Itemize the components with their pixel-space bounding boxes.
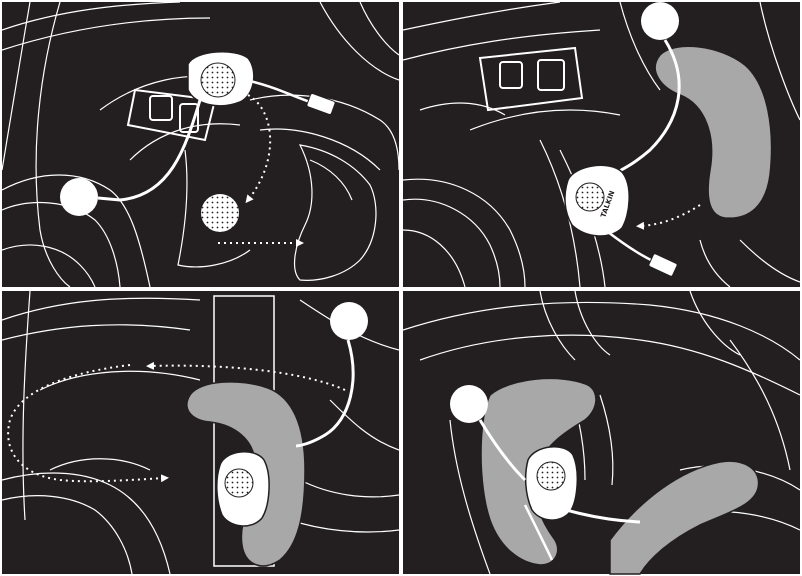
microphone-foam bbox=[60, 178, 98, 216]
panel-1 bbox=[2, 2, 399, 287]
microphone-foam bbox=[450, 385, 488, 423]
panel-4-background bbox=[403, 291, 800, 574]
speaker-unit bbox=[217, 452, 269, 526]
microphone-foam bbox=[330, 302, 368, 340]
panel-4 bbox=[403, 291, 800, 574]
panel-3 bbox=[2, 291, 399, 574]
panel-1-background bbox=[2, 2, 399, 287]
speaker-unit: TALKIN bbox=[565, 165, 629, 236]
panel-2: TALKIN bbox=[403, 2, 800, 287]
speaker-unit bbox=[526, 447, 578, 520]
speaker-unit bbox=[188, 52, 254, 106]
microphone-foam bbox=[641, 2, 679, 40]
velcro-pad bbox=[201, 194, 239, 232]
